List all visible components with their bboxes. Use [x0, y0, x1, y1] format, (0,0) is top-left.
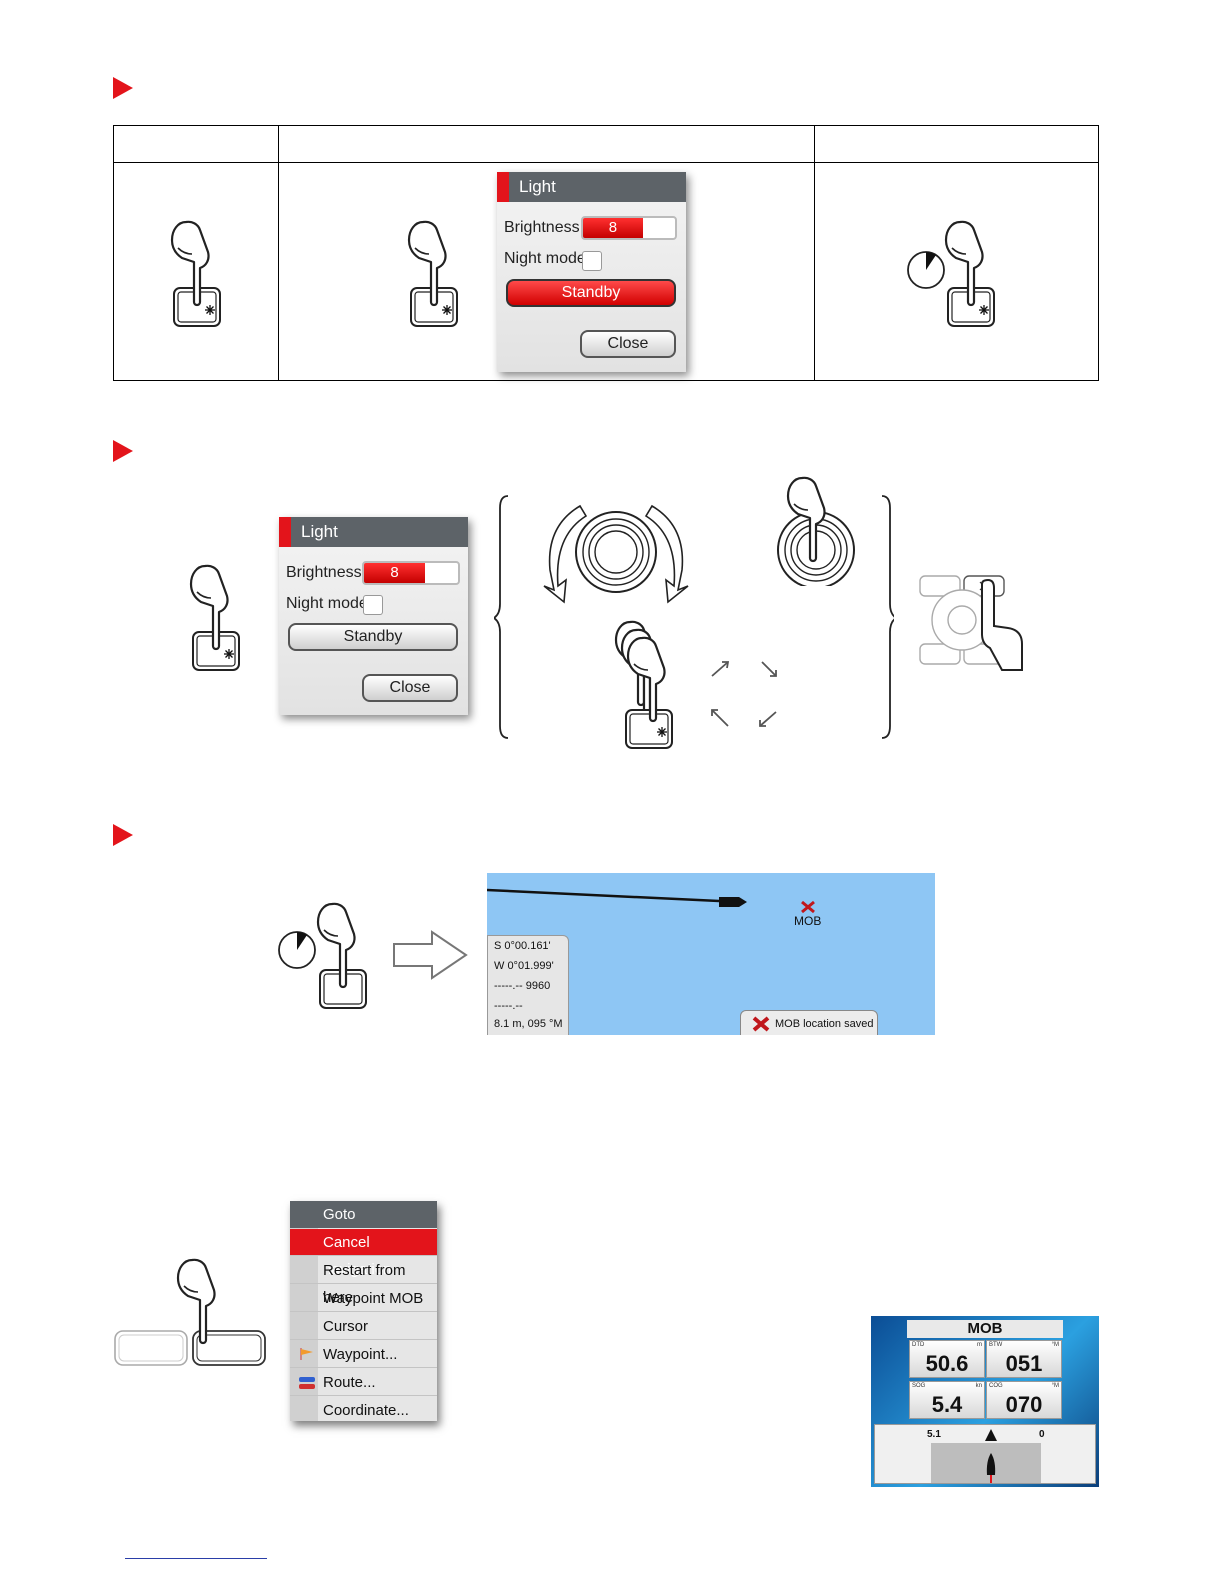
menu-item-waypoint-mob[interactable]: Waypoint MOB: [290, 1285, 437, 1312]
strip-right-value: 0: [1039, 1429, 1045, 1440]
power-key-press-icon: [407, 220, 458, 327]
sog-label: SOG: [912, 1383, 926, 1389]
dialog-title: Light: [301, 522, 338, 541]
night-mode-label: Night mode: [286, 595, 368, 612]
light-dialog: Light Brightness 8 Night mode Standby Cl…: [497, 172, 686, 372]
position-info-panel: S 0°00.161' W 0°01.999' -----.-- 9960 --…: [487, 935, 569, 1035]
cog-unit: °M: [1051, 1383, 1059, 1389]
goto-menu: Goto Cancel navigation Restart from here…: [290, 1201, 437, 1421]
brightness-label: Brightness: [504, 219, 580, 236]
close-button[interactable]: Close: [362, 674, 458, 702]
section-marker-2: [113, 440, 133, 462]
route-icon: [299, 1377, 315, 1389]
timer-icon: [278, 931, 316, 969]
power-key-press-icon: [189, 564, 240, 671]
dialog-title: Light: [519, 177, 556, 196]
flag-icon: [300, 1348, 313, 1360]
menu-item-restart-from-here[interactable]: Restart from here: [290, 1257, 437, 1306]
menu-item-cursor[interactable]: Cursor: [290, 1313, 437, 1340]
keypad-press-icon: [919, 575, 1023, 671]
longitude: W 0°01.999': [494, 960, 554, 972]
mob-panel-title: MOB: [907, 1320, 1063, 1338]
section-marker-3: [113, 824, 133, 846]
brightness-bar[interactable]: 8: [581, 216, 677, 240]
dtd-unit: m: [977, 1342, 982, 1348]
light-dialog-2: Light Brightness 8 Night mode Standby Cl…: [279, 517, 468, 715]
dtd-value: 50.6: [925, 1351, 969, 1376]
brightness-value: 8: [608, 219, 618, 236]
boat-icon: [985, 1429, 997, 1483]
power-key-press-icon: [170, 220, 221, 327]
btw-value: 051: [1005, 1351, 1043, 1376]
key-press-icon: [316, 902, 367, 1009]
cog-value: 070: [1005, 1392, 1043, 1417]
mob-data-panel: MOB DTD m 50.6 BTW °M 051 SOG kn 5.4 COG…: [871, 1316, 1099, 1487]
mob-map-label: MOB: [794, 914, 822, 928]
brightness-bar[interactable]: 8: [362, 561, 460, 585]
goto-key-press-icon: [114, 1258, 266, 1366]
info-line-3: -----.-- 9960: [494, 980, 551, 992]
range-bearing: 8.1 m, 095 °M: [494, 1018, 563, 1030]
steering-strip: 5.1 0: [874, 1424, 1096, 1484]
menu-item-route[interactable]: Route...: [290, 1369, 437, 1396]
menu-item-label: Waypoint...: [323, 1346, 398, 1363]
strip-left-value: 5.1: [927, 1429, 941, 1440]
section-marker-1: [113, 77, 133, 99]
standby-button[interactable]: Standby: [506, 279, 676, 307]
standby-button[interactable]: Standby: [288, 623, 458, 651]
info-line-4: -----.--: [494, 1000, 523, 1012]
footer-rule: [125, 1558, 267, 1559]
sog-value: 5.4: [931, 1392, 963, 1417]
menu-item-waypoint[interactable]: Waypoint...: [290, 1341, 437, 1368]
mob-chart-view: MOB S 0°00.161' W 0°01.999' -----.-- 996…: [487, 873, 935, 1035]
night-mode-checkbox[interactable]: [363, 595, 383, 615]
timer-icon: [907, 251, 945, 289]
cog-cell: COG °M 070: [986, 1381, 1062, 1419]
close-button[interactable]: Close: [580, 330, 676, 358]
btw-label: BTW: [989, 1342, 1003, 1348]
cog-label: COG: [989, 1383, 1003, 1389]
light-table: [113, 125, 1099, 381]
repeat-press-icon: [614, 620, 673, 749]
cycle-arrows-icon: [711, 661, 777, 727]
mob-marker-icon: [801, 900, 815, 914]
night-mode-label: Night mode: [504, 250, 586, 267]
menu-item-label: Route...: [323, 1374, 376, 1391]
adjust-options-group: [494, 495, 894, 739]
btw-cell: BTW °M 051: [986, 1340, 1062, 1378]
dtd-cell: DTD m 50.6: [909, 1340, 985, 1378]
menu-item-coordinate[interactable]: Coordinate...: [323, 1402, 409, 1419]
btw-unit: °M: [1051, 1342, 1059, 1348]
menu-title: Goto: [290, 1201, 437, 1228]
latitude: S 0°00.161': [494, 940, 551, 952]
steering-lane: [931, 1443, 1041, 1483]
power-key-press-icon: [944, 220, 995, 327]
toast-text: MOB location saved: [775, 1018, 874, 1030]
brightness-label: Brightness: [286, 564, 362, 581]
sog-cell: SOG kn 5.4: [909, 1381, 985, 1419]
mob-saved-toast: MOB location saved: [740, 1010, 878, 1035]
dtd-label: DTD: [912, 1342, 925, 1348]
rotary-knob-icon: [543, 504, 689, 604]
menu-item-cancel-navigation[interactable]: Cancel navigation: [290, 1229, 437, 1278]
brightness-value: 8: [390, 564, 399, 581]
sog-unit: kn: [975, 1383, 982, 1389]
vessel-track: [487, 888, 747, 907]
mob-marker-icon: [752, 1016, 770, 1032]
right-arrow-icon: [393, 930, 468, 980]
night-mode-checkbox[interactable]: [582, 251, 602, 271]
knob-press-icon: [777, 476, 855, 586]
